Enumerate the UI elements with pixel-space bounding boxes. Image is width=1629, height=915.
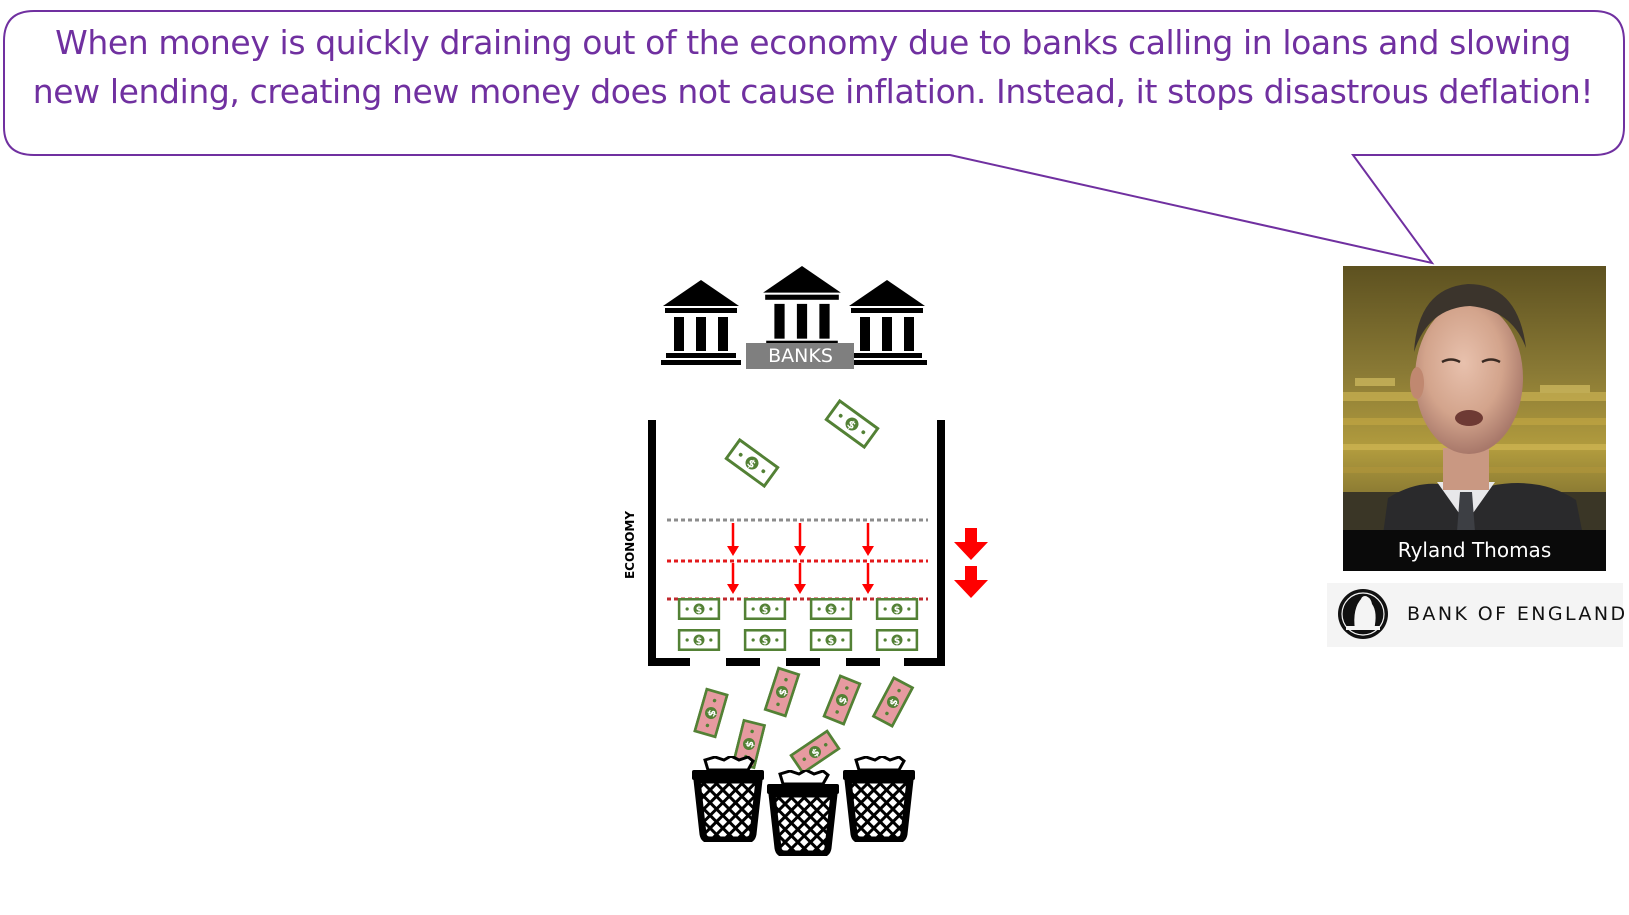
bank-of-england-seal-icon: [1338, 589, 1388, 639]
bank-icon-right: [847, 280, 927, 365]
economy-container: [648, 420, 945, 666]
bank-icon-left: [661, 280, 741, 365]
bill-in-economy: [743, 629, 787, 651]
bill-in-economy: [677, 598, 721, 620]
bill-falling: [763, 666, 801, 718]
bank-icon-center: [761, 266, 843, 353]
wastebasket-icon: [767, 770, 839, 854]
bill-in-economy: [677, 629, 721, 651]
speaker-name-caption: Ryland Thomas: [1343, 530, 1606, 571]
wastebasket-icon: [843, 756, 915, 840]
speech-bubble-line-2: new lending, creating new money does not…: [32, 72, 1594, 111]
speaker-photo: [1343, 266, 1606, 571]
speech-bubble: [3, 10, 1625, 265]
economy-label: ECONOMY: [623, 510, 637, 580]
organization-name: BANK OF ENGLAND: [1407, 603, 1628, 625]
bill-in-economy: [809, 598, 853, 620]
bill-falling: [789, 729, 841, 775]
bill-in-economy: [875, 629, 919, 651]
banks-label-box: [746, 343, 854, 369]
bill-falling: [822, 674, 862, 726]
speech-bubble-line-1: When money is quickly draining out of th…: [55, 23, 1571, 62]
money-stack: [677, 598, 919, 651]
speech-bubble-text: When money is quickly draining out of th…: [4, 18, 1622, 116]
bill-to-banks: [724, 438, 780, 488]
bill-to-banks: [824, 399, 880, 449]
bill-falling: [693, 687, 729, 739]
level-falling-arrow-icons: [954, 528, 988, 598]
bill-in-economy: [875, 598, 919, 620]
level-drop-arrows: [727, 523, 874, 594]
banks-label: BANKS: [768, 345, 833, 367]
bill-in-economy: [743, 598, 787, 620]
bill-in-economy: [809, 629, 853, 651]
bill-falling: [872, 676, 914, 728]
